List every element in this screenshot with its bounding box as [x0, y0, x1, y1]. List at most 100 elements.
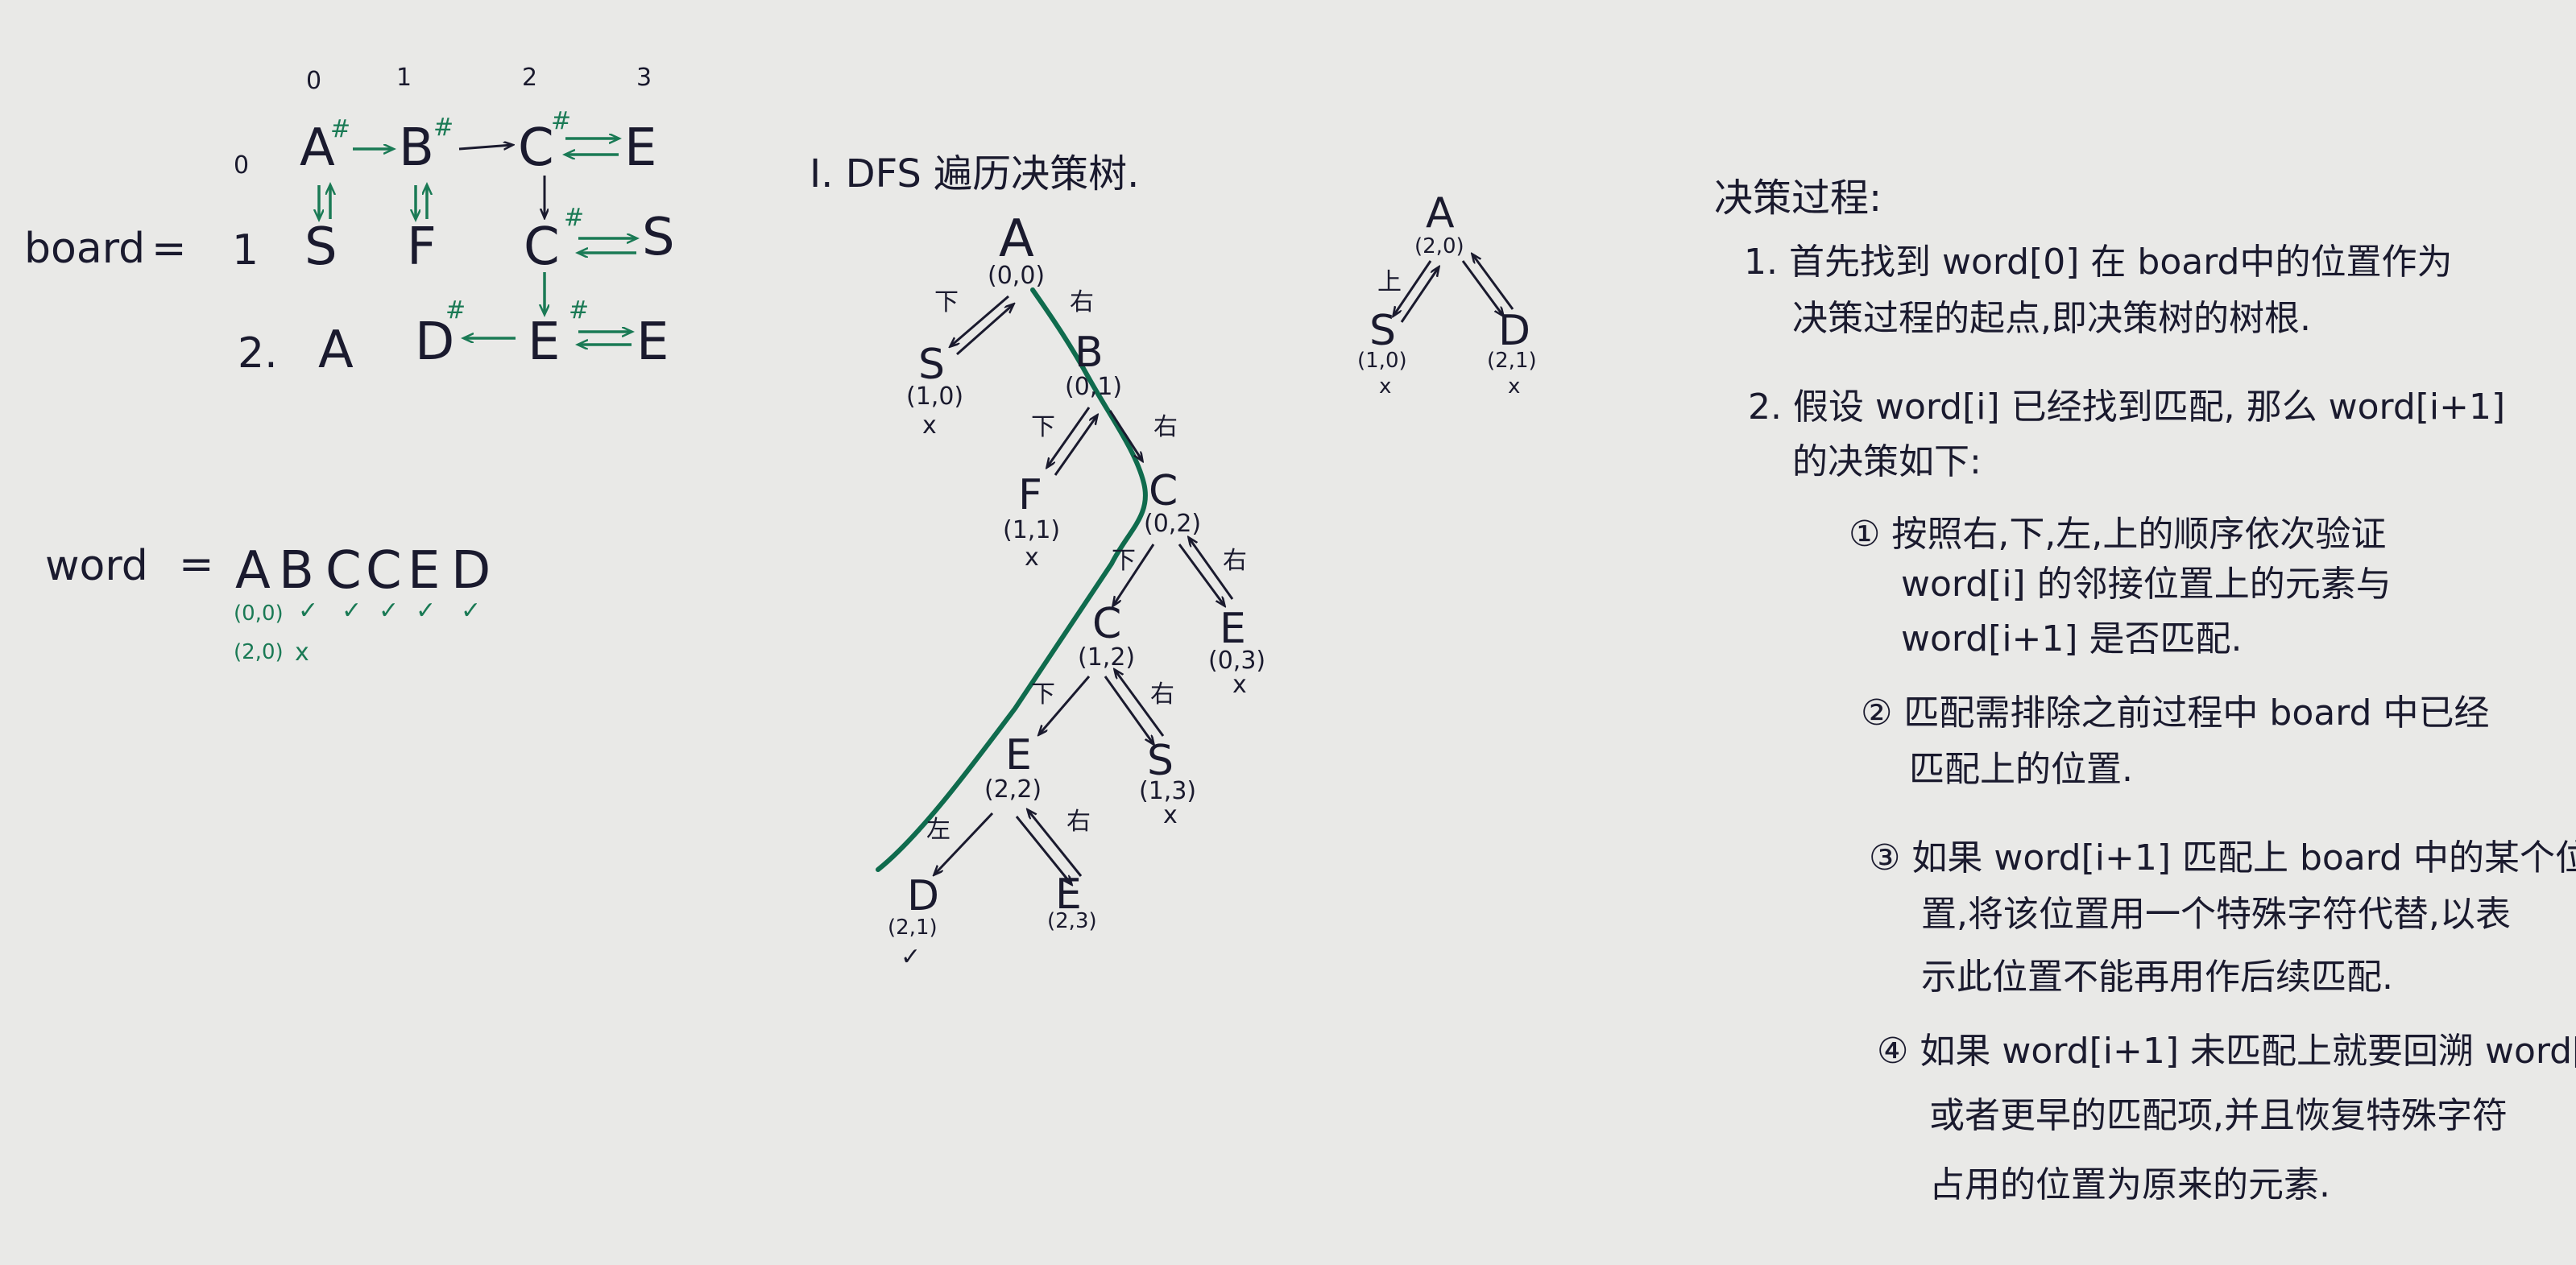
cell-0-3: E — [624, 118, 656, 178]
edge-B-F — [1047, 407, 1091, 467]
word-label: word — [45, 542, 148, 590]
tree-node-S10-letter: S — [918, 341, 945, 389]
word-check-2: ✓ — [342, 597, 362, 625]
edge-label-E22-D21: 左 — [926, 816, 950, 844]
small-tree: A (2,0) 上 S (1,0) x D (2,1) x — [1357, 189, 1537, 399]
word-coord-first: (0,0) — [234, 601, 284, 626]
mark-0-1: # — [433, 114, 453, 142]
word-check-4: ✓ — [416, 597, 436, 625]
edge2-D-A — [1472, 254, 1514, 310]
tree-node-E03-coord: (0,3) — [1208, 647, 1265, 675]
tree2-node-S-coord: (1,0) — [1357, 349, 1407, 373]
word-letter-3: C — [366, 541, 402, 601]
mark-0-0: # — [330, 115, 350, 143]
edge-label-C12-S13: 右 — [1150, 680, 1174, 709]
tree-node-E23-coord: (2,3) — [1047, 909, 1097, 933]
word-cross: x — [295, 639, 309, 667]
step1-line2: 决策过程的起点,即决策树的树根. — [1792, 298, 2311, 339]
tree2-node-D-letter: D — [1498, 307, 1530, 355]
board-section: board = 0 1 2 3 0 1 2. A # B # C # E S F… — [24, 64, 675, 380]
tree-node-F-letter: F — [1018, 471, 1042, 519]
word-equals: = — [179, 540, 214, 589]
edge-C12-S13 — [1104, 676, 1153, 744]
tree2-node-A-letter: A — [1426, 189, 1455, 238]
col-index-3: 3 — [636, 64, 652, 92]
tree-node-E23-letter: E — [1055, 870, 1082, 919]
edge-label-B-C02: 右 — [1153, 413, 1178, 441]
edge-E22-E23 — [1015, 816, 1071, 884]
tree-node-B-letter: B — [1075, 329, 1104, 377]
cell-0-2: C — [518, 118, 554, 178]
mark-2-2: # — [569, 296, 589, 325]
tree-node-B-coord: (0,1) — [1065, 373, 1122, 401]
tree2-node-S-status: x — [1379, 374, 1391, 399]
edge-label-C02-E03: 右 — [1223, 547, 1247, 575]
tree-node-S13-coord: (1,3) — [1139, 777, 1196, 805]
sub1-line3: word[i+1] 是否匹配. — [1901, 618, 2243, 659]
word-letter-0: A — [235, 541, 271, 601]
step2-line2: 的决策如下: — [1792, 441, 1982, 482]
row-index-1: 1 — [232, 226, 259, 275]
tree-node-D21-coord: (2,1) — [888, 916, 938, 940]
row-index-0: 0 — [234, 151, 249, 180]
step2-line1: 2. 假设 word[i] 已经找到匹配, 那么 word[i+1] — [1748, 387, 2505, 428]
board-equals: = — [151, 225, 187, 273]
cell-2-3: E — [636, 312, 669, 372]
tree-node-S10-coord: (1,0) — [906, 382, 963, 411]
edge-label-E22-E23: 右 — [1066, 808, 1091, 836]
tree-node-E03-status: x — [1232, 671, 1247, 699]
col-index-0: 0 — [306, 67, 321, 95]
edge-C12-E22 — [1039, 676, 1091, 734]
sub4-line3: 占用的位置为原来的元素. — [1929, 1164, 2330, 1205]
tree-node-E22-letter: E — [1005, 731, 1032, 779]
edge2-S-A — [1400, 267, 1439, 323]
word-check-1: ✓ — [298, 597, 318, 625]
cell-2-2: E — [528, 312, 560, 372]
edge-label-C12-E22: 下 — [1031, 680, 1055, 709]
word-letter-1: B — [279, 541, 314, 601]
edge-E03-C02 — [1189, 538, 1234, 600]
sub2-line2: 匹配上的位置. — [1909, 749, 2133, 790]
sub4-line2: 或者更早的匹配项,并且恢复特殊字符 — [1929, 1095, 2508, 1136]
process-title: 决策过程: — [1714, 176, 1882, 221]
cell-1-2: C — [524, 217, 560, 277]
word-letter-5: D — [451, 541, 491, 601]
edge-label-B-F: 下 — [1031, 413, 1055, 441]
word-section: word = A B C C E D (0,0) ✓ ✓ ✓ ✓ ✓ (2,0)… — [45, 540, 491, 667]
word-letter-4: E — [408, 541, 440, 601]
edge-E23-E22 — [1028, 810, 1083, 877]
edge-S-A — [956, 304, 1013, 356]
sub4-line1: ④ 如果 word[i+1] 未匹配上就要回溯 word[i] — [1877, 1031, 2576, 1072]
tree2-node-A-coord: (2,0) — [1414, 234, 1464, 258]
tree-node-D21-status: ✓ — [901, 943, 921, 971]
sub1-line2: word[i] 的邻接位置上的元素与 — [1901, 564, 2392, 605]
tree2-node-D-status: x — [1508, 374, 1520, 399]
tree-node-D21-letter: D — [907, 872, 939, 920]
sub3-line2: 置,将该位置用一个特殊字符代替,以表 — [1921, 894, 2511, 935]
tree-node-C02-letter: C — [1149, 467, 1178, 515]
tree-node-F-coord: (1,1) — [1003, 516, 1060, 544]
tree-node-C12-letter: C — [1092, 600, 1121, 648]
board-label: board — [24, 225, 145, 273]
edge2-A-S — [1394, 260, 1432, 316]
tree-node-S10-status: x — [922, 411, 937, 440]
word-coord-second: (2,0) — [234, 640, 284, 664]
tree-node-C12-coord: (1,2) — [1078, 643, 1135, 672]
tree-node-C02-coord: (0,2) — [1144, 510, 1201, 538]
edge-C02-E03 — [1178, 544, 1224, 606]
tree-node-F-status: x — [1025, 544, 1039, 572]
decision-process: 决策过程: 1. 首先找到 word[0] 在 board中的位置作为 决策过程… — [1714, 176, 2576, 1205]
edge-S13-C12 — [1115, 670, 1165, 737]
sub3-line1: ③ 如果 word[i+1] 匹配上 board 中的某个位 — [1869, 837, 2576, 878]
cell-2-1: D — [415, 312, 454, 372]
sub3-line3: 示此位置不能再用作后续匹配. — [1921, 957, 2393, 998]
tree-node-S13-status: x — [1163, 801, 1178, 829]
tree-node-S13-letter: S — [1147, 737, 1174, 785]
edge2-label-A-S: 上 — [1377, 268, 1402, 296]
word-letter-2: C — [325, 541, 362, 601]
cell-1-0: S — [304, 217, 338, 277]
edge-E22-D21 — [934, 812, 994, 874]
col-index-1: 1 — [396, 64, 412, 92]
cell-0-0: A — [300, 118, 335, 178]
